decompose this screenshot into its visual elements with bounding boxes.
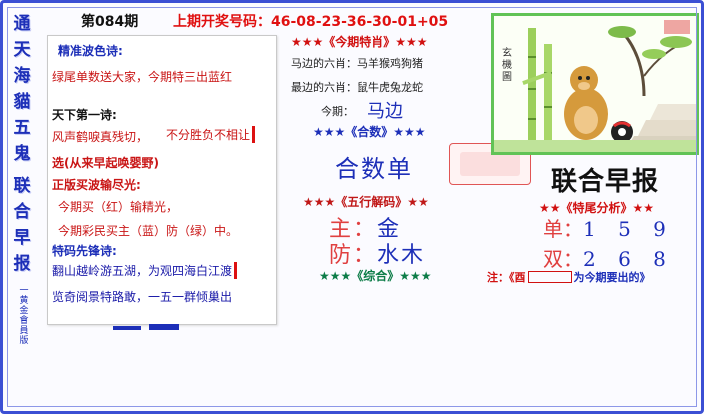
heshu-title: ★★★《合数》★★★	[313, 125, 426, 139]
zhu-row: 主：金	[329, 211, 401, 243]
vertical-title: 通 天 海 貓 五 鬼 联 合 早 报 一黄金會員版	[11, 11, 33, 345]
vertical-char: 五	[13, 118, 31, 138]
dan-label: 单：	[543, 217, 583, 241]
section-line: 今期买（红）输精光，	[58, 200, 179, 214]
section-heading: 精准波色诗:	[58, 44, 123, 58]
section-line: 绿尾单数送大家，今期特三出蓝红	[52, 70, 233, 84]
section-line: 览奇阅景特路敢，一五一群倾巢出	[52, 290, 233, 304]
mabian-six: 马边的六肖：马羊猴鸡狗猪	[291, 57, 423, 70]
zhu-label: 主：	[329, 217, 378, 242]
zhu-value: 金	[377, 217, 402, 242]
section-heading: 天下第一诗:	[52, 108, 117, 122]
highlight-line: 不分胜负不相让	[164, 126, 256, 143]
poem-panel: 精准波色诗: 绿尾单数送大家，今期特三出蓝红 天下第一诗: 风声鹤唳真残切， 不…	[47, 35, 277, 325]
section-line: 风声鹤唳真残切，	[52, 130, 149, 144]
jinqi-value: 马边	[367, 101, 403, 122]
vertical-char: 报	[13, 254, 31, 274]
vertical-char: 合	[13, 202, 31, 222]
vertical-char: 海	[13, 66, 31, 86]
vertical-char: 通	[13, 14, 31, 34]
cut-off-glyphs	[113, 324, 179, 330]
note-suffix: 为今期要出的》	[573, 271, 651, 284]
jinqi-label: 今期：	[321, 105, 354, 118]
vertical-char: 貓	[13, 92, 31, 112]
vertical-char: 联	[13, 176, 31, 196]
cut-off-print	[113, 319, 183, 338]
shuang-digits: 2 6 8	[583, 247, 674, 271]
tejin-title: ★★★《今期特肖》★★★	[291, 35, 428, 49]
section-line: 今期彩民买主（蓝）防（绿）中。	[58, 224, 239, 238]
issue-number: 第084期	[81, 14, 139, 30]
vertical-char: 早	[13, 228, 31, 248]
section-line: 选(从来早起唤婴野)	[52, 156, 159, 170]
note-line: 注：《酉 为今期要出的》	[487, 269, 651, 285]
fang-label: 防：	[329, 243, 378, 268]
fang-value: 水木	[377, 243, 426, 268]
wuxing-title: ★★★《五行解码》★★	[303, 195, 429, 209]
bamboo-monkey-illustration	[494, 16, 696, 152]
shuang-row: 双：2 6 8	[543, 243, 674, 272]
zuibian-six: 最边的六肖：鼠牛虎兔龙蛇	[291, 81, 423, 94]
fang-row: 防：水木	[329, 237, 425, 269]
heshu-value: 合数单	[335, 155, 413, 183]
note-prefix: 注：《酉	[487, 271, 526, 284]
paper-title: 联合早报	[551, 167, 660, 197]
vertical-char: 鬼	[13, 144, 31, 164]
edition-label: 一黄金會員版	[17, 285, 28, 345]
dan-digits: 1 5 9	[583, 217, 674, 241]
zonghe-title: ★★★《综合》★★★	[319, 269, 432, 283]
section-line: 翻山越岭游五湖，为观四海白江渡	[50, 262, 238, 279]
last-draw-numbers: 上期开奖号码：46-08-23-36-30-01+05	[173, 14, 449, 30]
puzzle-picture: 玄機圖	[491, 13, 699, 155]
tema-title: ★★《特尾分析》★★	[539, 201, 655, 215]
section-heading: 特码先锋诗:	[52, 244, 117, 258]
picture-caption: 玄機圖	[502, 48, 512, 83]
section-heading: 正版买波输尽光:	[52, 178, 141, 192]
vertical-char: 天	[13, 40, 31, 60]
dan-row: 单：1 5 9	[543, 213, 674, 242]
shuang-label: 双：	[543, 247, 583, 271]
answer-box	[527, 271, 572, 283]
